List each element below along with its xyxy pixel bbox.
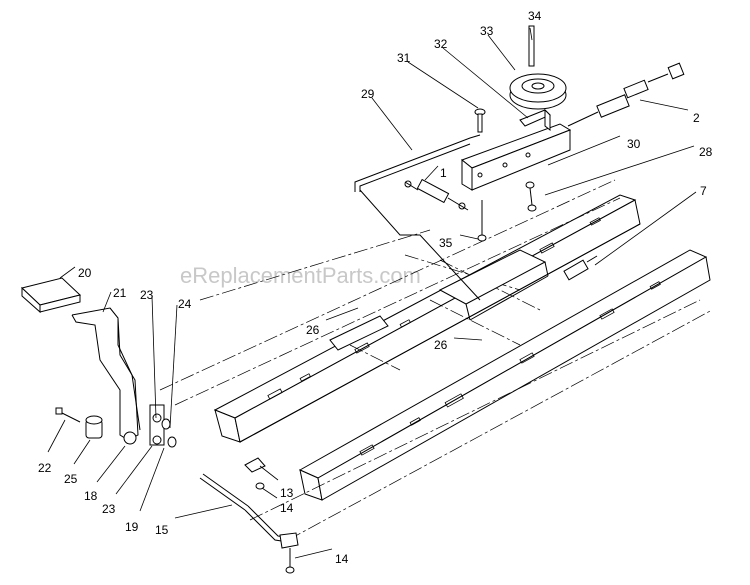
phantom-frame-lines (159, 179, 713, 541)
leader-line-c28 (544, 145, 695, 196)
clip-13-14 (244, 457, 295, 574)
leader-line-c19 (139, 447, 165, 512)
leader-line-c34 (529, 27, 533, 41)
brake-rod-29 (354, 134, 481, 301)
leader-line-c2 (639, 99, 689, 111)
frame-rail-front (298, 249, 711, 501)
leader-line-c15 (174, 504, 233, 519)
callout-c1: 1 (440, 166, 447, 180)
leader-line-c35 (459, 234, 479, 240)
callout-c13: 13 (280, 486, 294, 500)
callout-c22: 22 (38, 461, 52, 475)
cross-brace (329, 249, 549, 351)
bolt-31 (474, 108, 486, 133)
leader-line-c22 (47, 419, 66, 453)
callout-c33: 33 (480, 24, 494, 38)
callout-c14b: 14 (335, 552, 349, 566)
tension-spring-rod (567, 62, 685, 127)
switch-7 (563, 255, 598, 281)
leader-line-c23b (115, 445, 153, 495)
leader-line-c7 (594, 191, 697, 266)
leader-line-c29 (371, 97, 413, 151)
callout-c14a: 14 (280, 501, 294, 515)
leader-line-c32 (442, 47, 529, 119)
callout-c19: 19 (125, 520, 139, 534)
pedal-pad-20 (20, 277, 82, 314)
leader-line-c13 (259, 465, 279, 481)
pivot-hardware (55, 404, 177, 448)
brake-rod-15 (199, 473, 299, 549)
leader-line-c33 (487, 34, 516, 71)
leader-line-c26a (325, 307, 359, 321)
callout-c32: 32 (434, 37, 448, 51)
callout-c25: 25 (64, 472, 78, 486)
callout-c15: 15 (155, 523, 169, 537)
hardware-28-35 (477, 181, 537, 242)
spring-1 (404, 178, 469, 211)
leader-line-c24 (169, 304, 178, 429)
callout-c35: 35 (439, 236, 453, 250)
callout-c21: 21 (113, 286, 127, 300)
callout-c30: 30 (627, 137, 641, 151)
callout-c23b: 23 (102, 502, 116, 516)
leader-line-c25 (73, 439, 91, 465)
leader-line-c14a (261, 487, 278, 499)
callout-c31: 31 (397, 51, 411, 65)
idler-pulley (509, 25, 567, 110)
leader-line-c14b (294, 548, 333, 559)
callout-c2: 2 (693, 111, 700, 125)
callout-c18: 18 (84, 489, 98, 503)
leader-line-c1 (424, 165, 439, 181)
callout-c26a: 26 (306, 323, 320, 337)
leader-line-c23a (151, 295, 157, 419)
leader-line-c21 (102, 291, 112, 313)
leader-line-c30 (547, 135, 621, 166)
callout-c23a: 23 (140, 288, 154, 302)
pulley-bracket (519, 108, 551, 132)
callout-c7: 7 (700, 184, 707, 198)
callout-c28: 28 (699, 145, 713, 159)
callout-c26b: 26 (434, 338, 448, 352)
mount-bracket-plate (460, 123, 572, 191)
callout-c24: 24 (178, 297, 192, 311)
callout-c20: 20 (78, 266, 92, 280)
callout-c29: 29 (361, 87, 375, 101)
leader-line-c20 (59, 266, 76, 279)
leader-line-c18 (96, 445, 126, 483)
leader-line-c26b (453, 337, 483, 341)
callout-c34: 34 (528, 9, 542, 23)
leader-line-c31 (407, 61, 479, 109)
callout-labels: 34 33 32 31 29 2 30 28 1 7 35 20 23 21 24 26 26 22 25 18 23 1… (38, 9, 713, 566)
brake-pedal-arm-21 (71, 307, 141, 445)
watermark: eReplacementParts.com (180, 263, 421, 288)
